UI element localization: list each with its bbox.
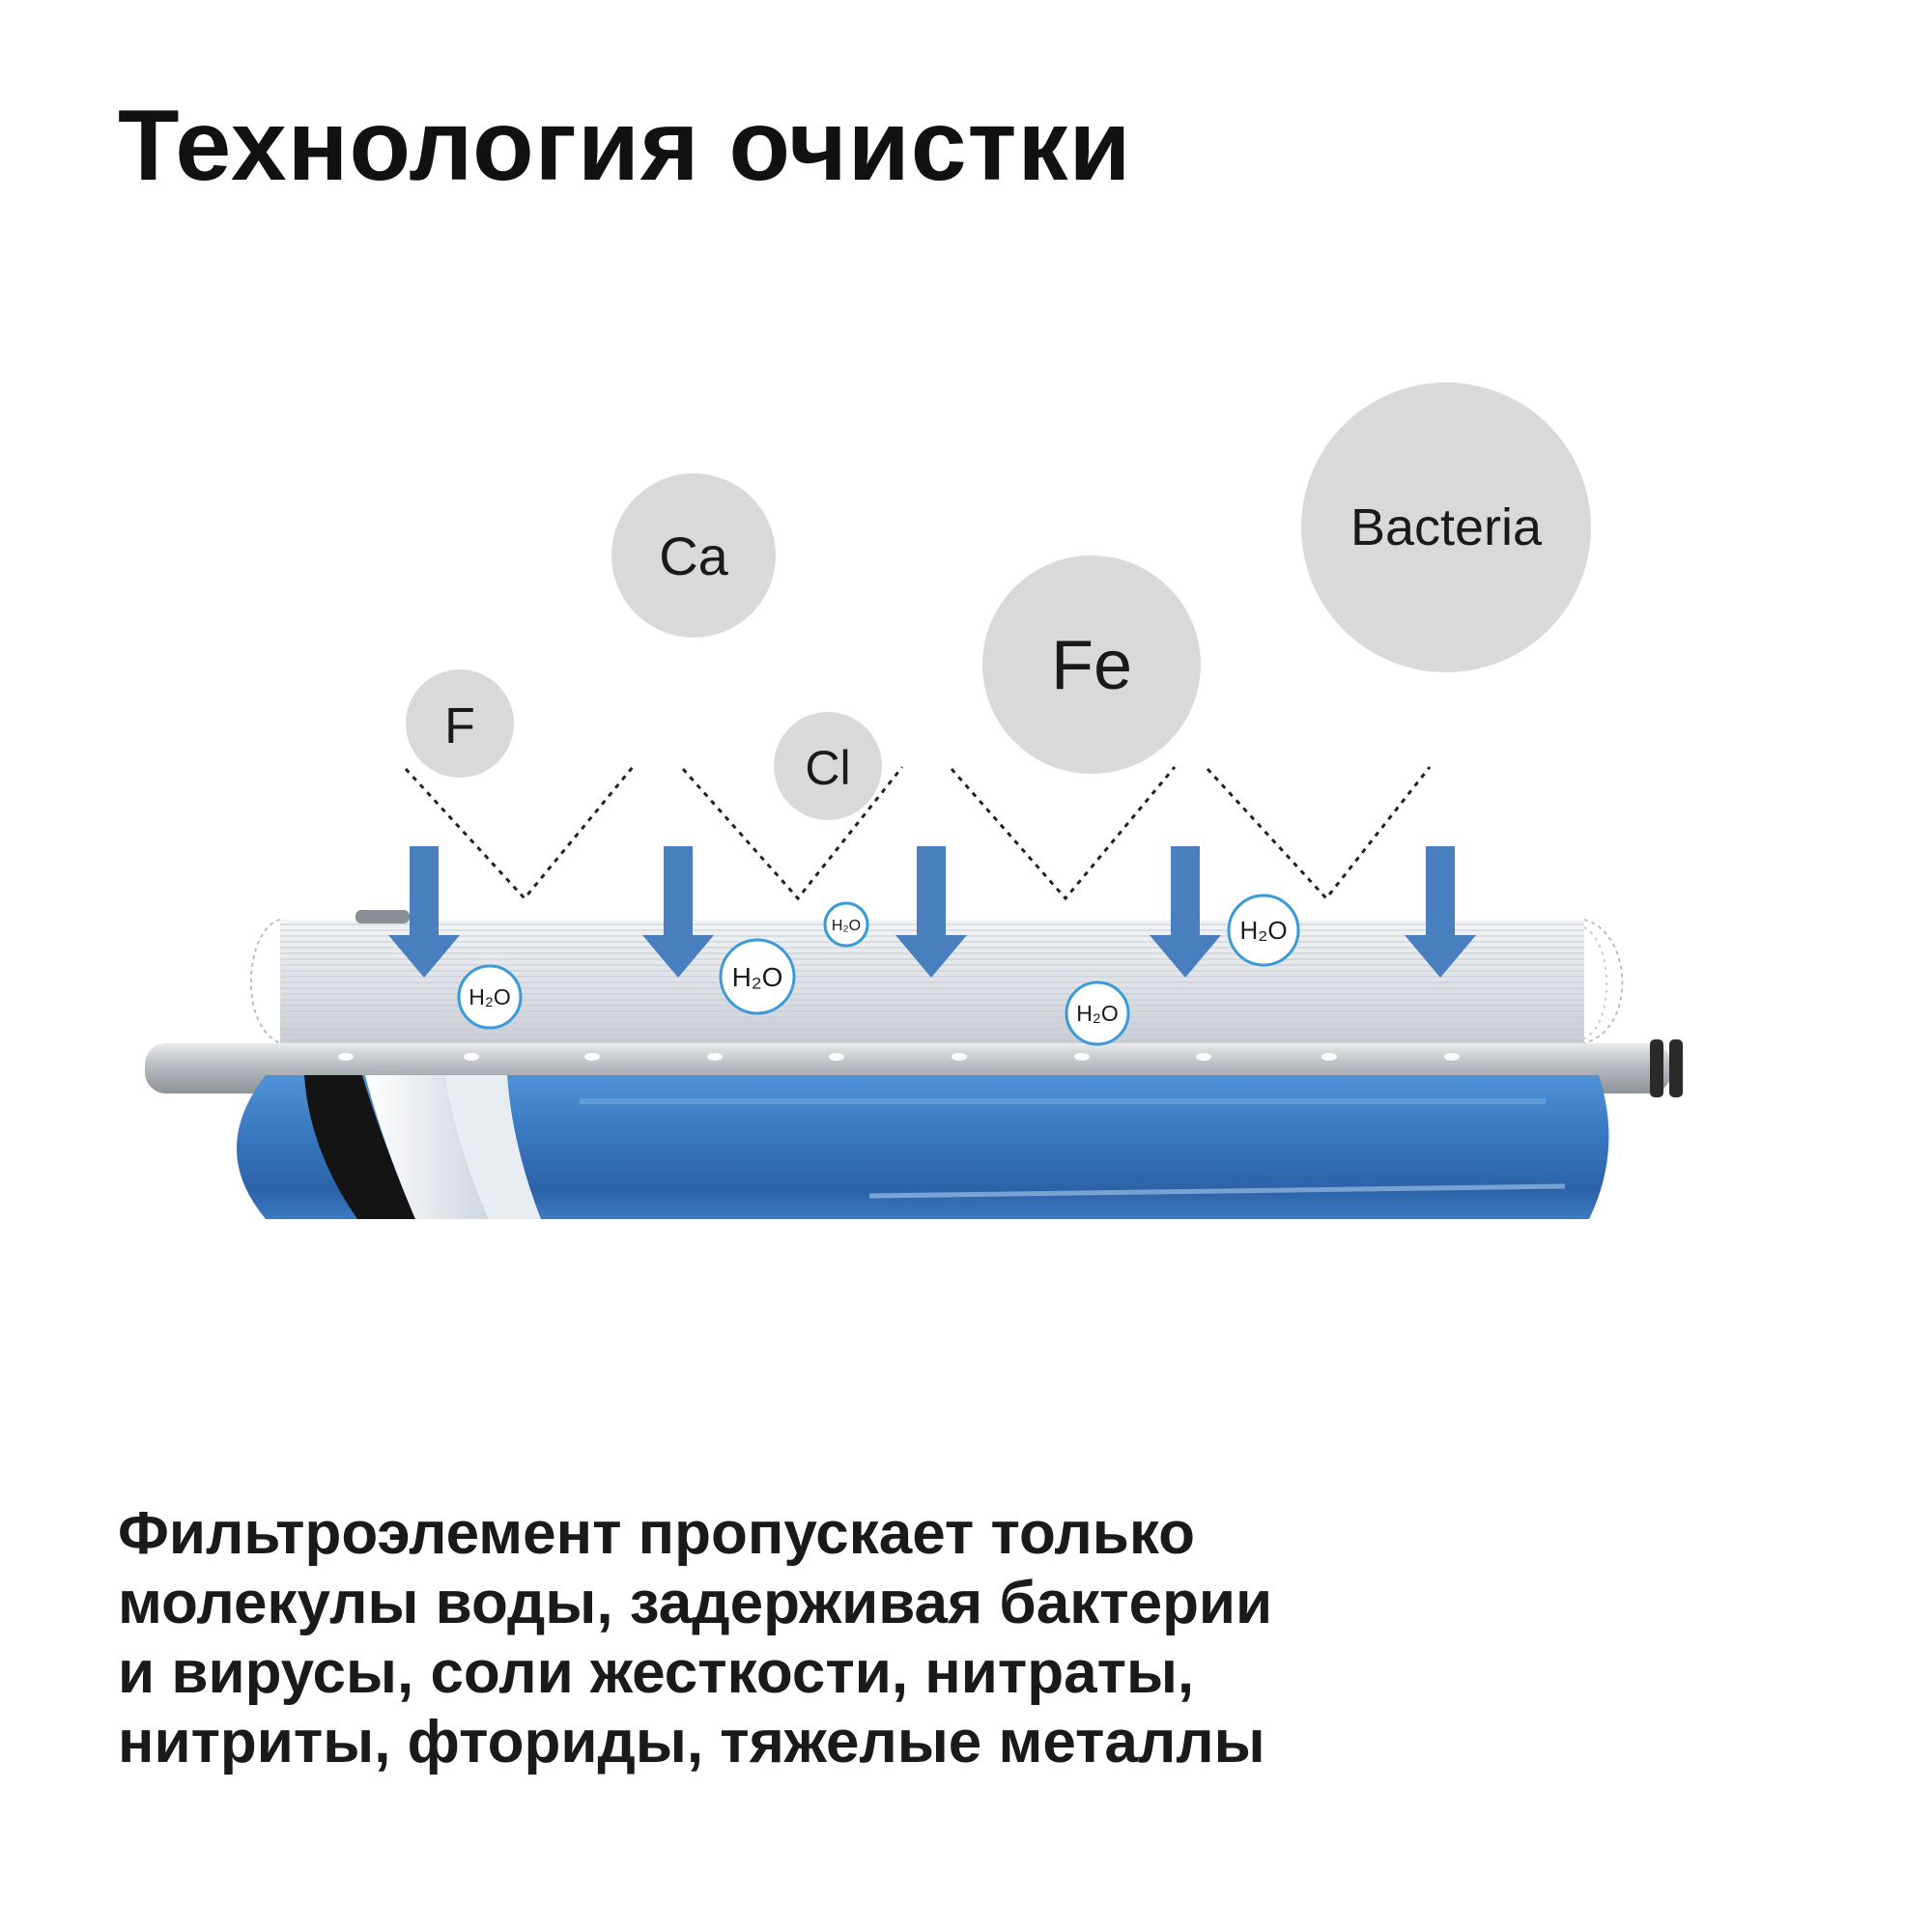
flow-arrows [388, 846, 1476, 978]
contaminant-f: F [406, 669, 514, 778]
description-line: молекулы воды, задерживая бактерии [118, 1570, 1273, 1636]
description-line: и вирусы, соли жесткости, нитраты, [118, 1639, 1195, 1706]
contaminant-bacteria: Bacteria [1301, 383, 1591, 672]
svg-text:Ca: Ca [659, 526, 728, 586]
svg-text:Bacteria: Bacteria [1350, 498, 1543, 556]
contaminant-ca: Ca [611, 473, 776, 638]
svg-text:H₂O: H₂O [469, 984, 510, 1009]
svg-text:H₂O: H₂O [832, 918, 861, 934]
description-line: нитриты, фториды, тяжелые металлы [118, 1709, 1265, 1776]
membrane-housing [237, 1075, 1609, 1219]
description-line: Фильтроэлемент пропускает только [118, 1500, 1195, 1567]
water-molecule: H₂O [457, 964, 523, 1030]
flow-arrow-icon [1150, 846, 1221, 978]
contaminant-cl: Cl [774, 712, 882, 820]
water-molecule: H₂O [1227, 894, 1300, 967]
page-title: Технология очистки [118, 90, 1132, 202]
water-molecule: H₂O [719, 938, 796, 1015]
contaminant-fe: Fe [982, 555, 1201, 774]
water-molecule: H₂O [1065, 980, 1130, 1046]
flow-arrow-icon [642, 846, 714, 978]
water-molecules: H₂O H₂O H₂O H₂O H₂O [457, 894, 1300, 1046]
flow-arrow-icon [1405, 846, 1476, 978]
svg-text:H₂O: H₂O [732, 962, 783, 992]
svg-text:F: F [444, 698, 475, 754]
contaminants: F Ca Cl Fe Bacteria [406, 383, 1591, 820]
svg-text:Cl: Cl [805, 741, 850, 795]
description-text: Фильтроэлемент пропускает только молекул… [118, 1499, 1837, 1777]
svg-text:H₂O: H₂O [1239, 916, 1287, 945]
svg-text:Fe: Fe [1051, 627, 1132, 704]
rejection-paths [404, 766, 1432, 901]
flow-arrow-icon [388, 846, 460, 978]
water-molecule: H₂O [823, 901, 869, 948]
flow-arrow-icon [895, 846, 967, 978]
svg-text:H₂O: H₂O [1076, 1001, 1118, 1026]
